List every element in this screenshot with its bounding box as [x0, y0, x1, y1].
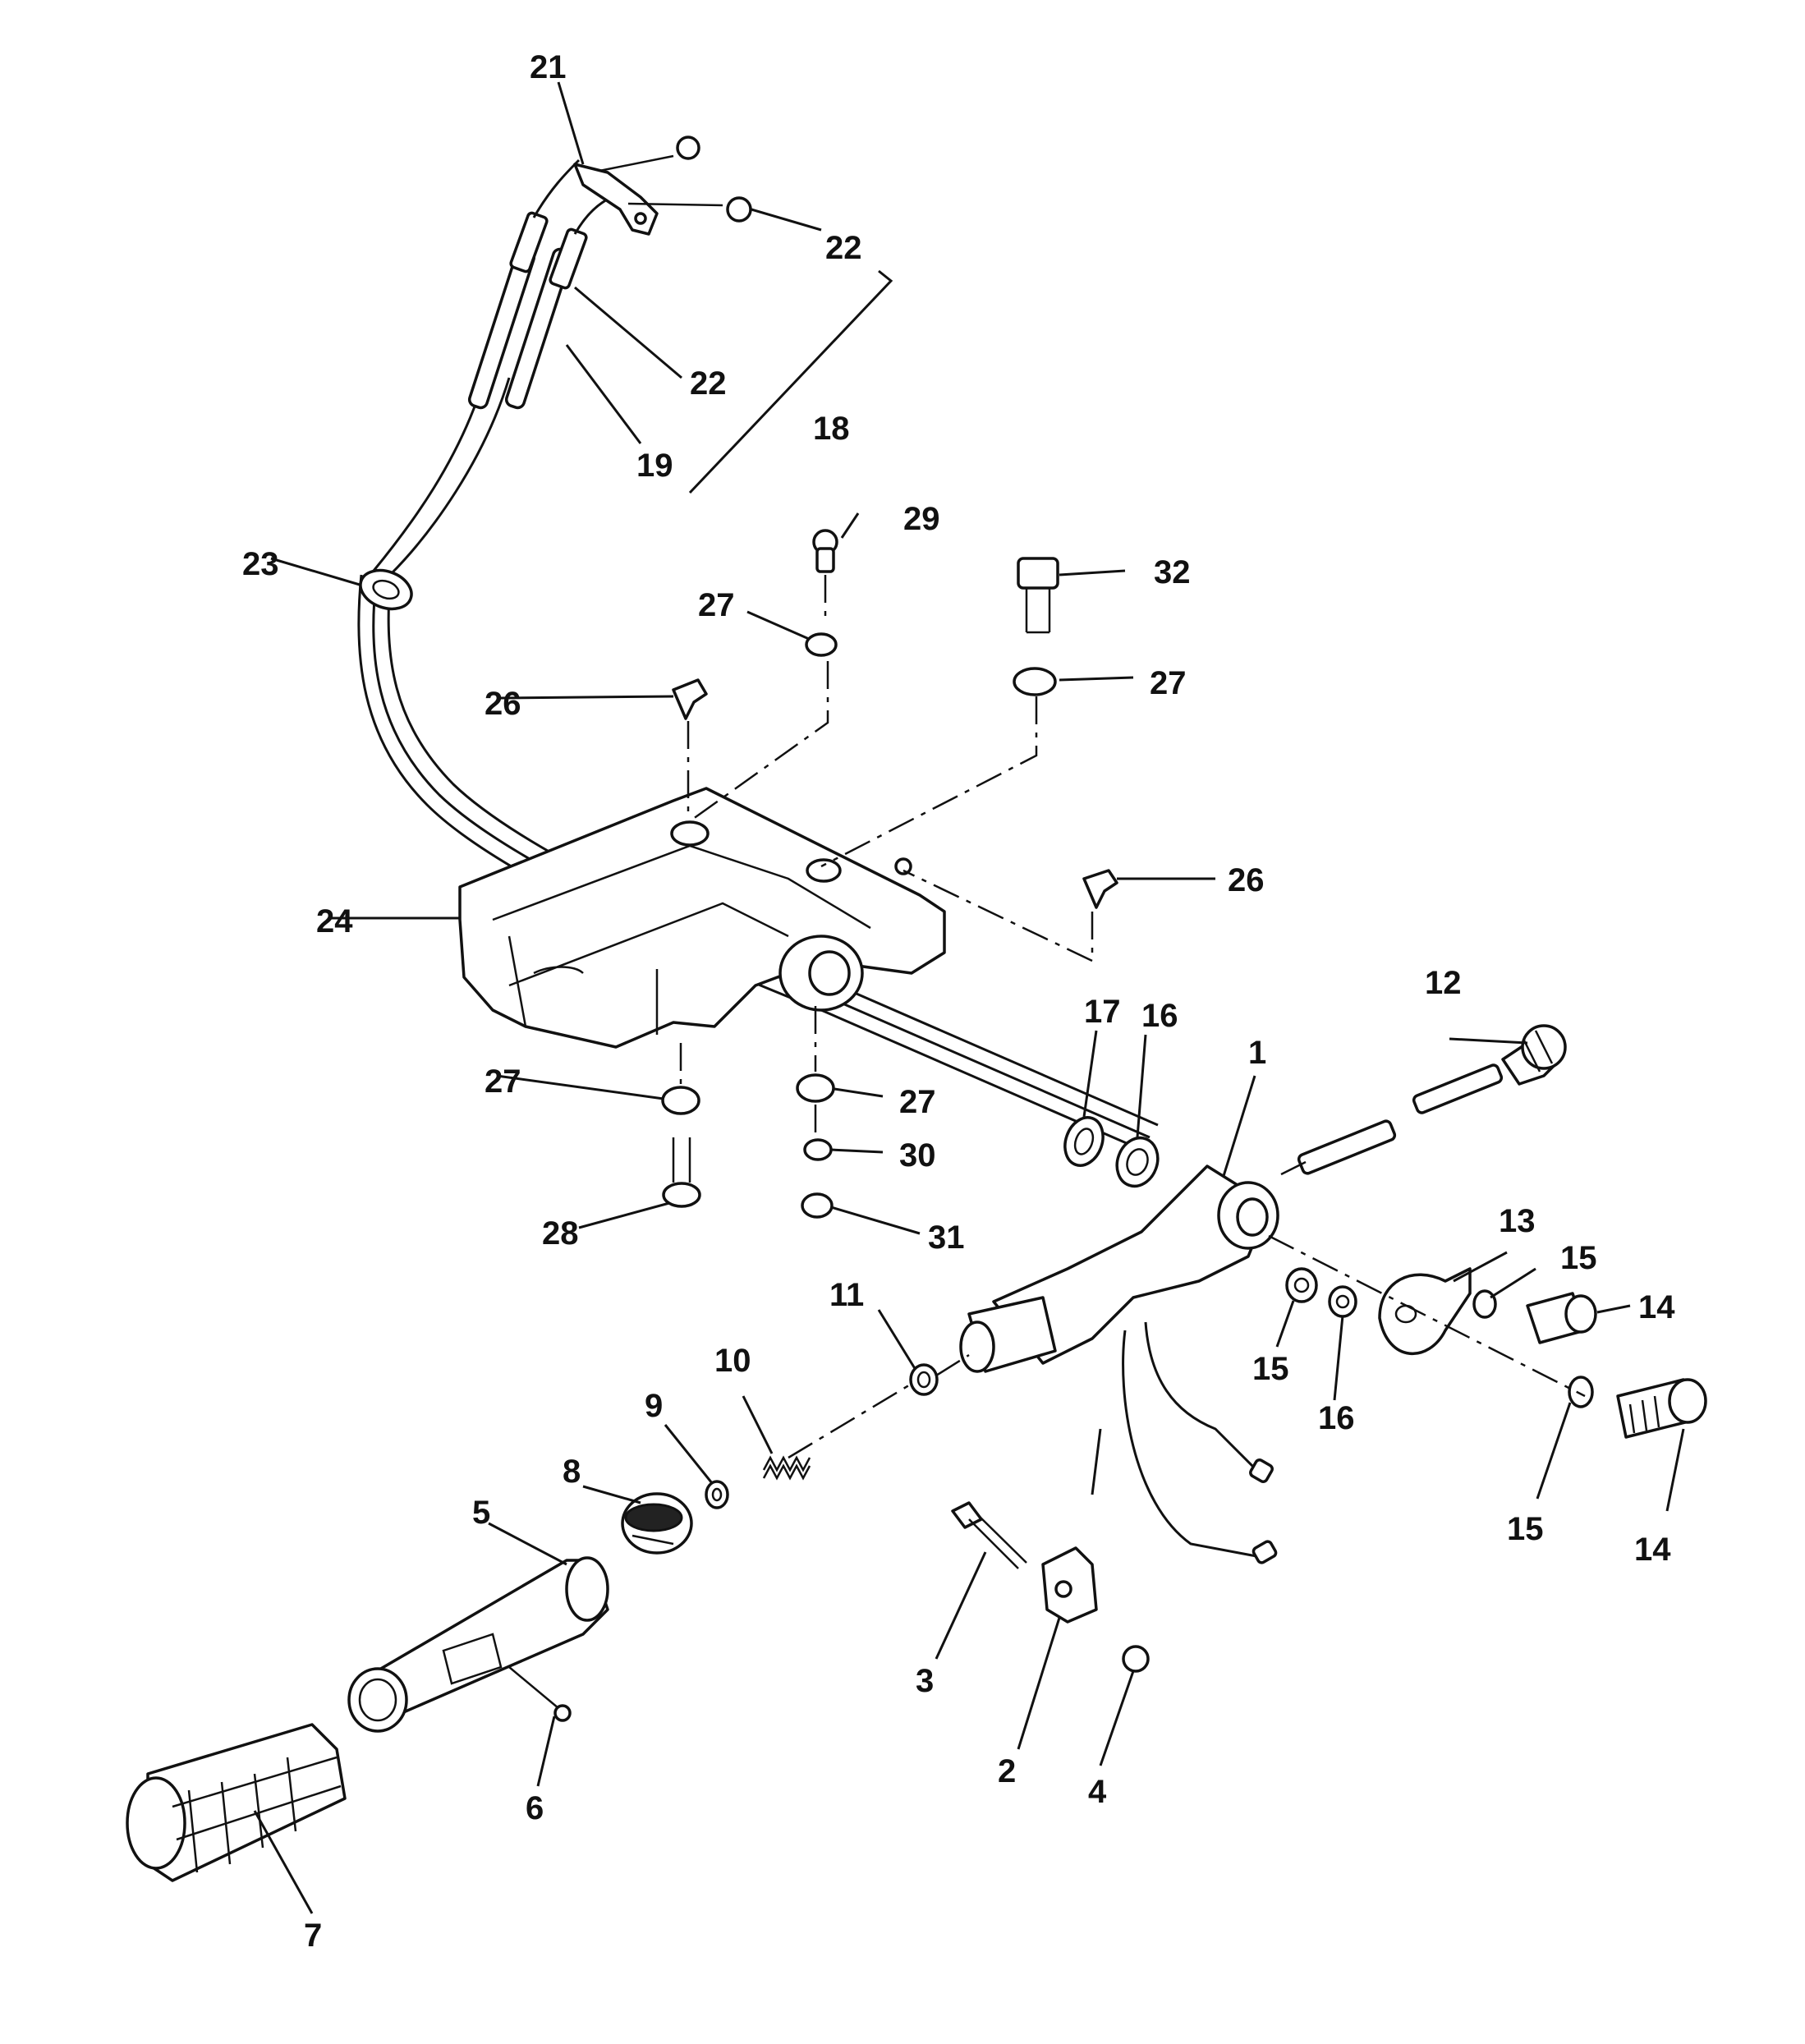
clamp-fasteners	[951, 1501, 1150, 1673]
label-19: 17	[1084, 994, 1121, 1030]
alignment-lines	[679, 575, 1586, 1459]
part-labels: 21 22 22 18 19 23 29 32 27 27 26 26 24 1…	[242, 49, 1675, 1954]
shift-shaft	[1297, 1024, 1567, 1175]
label-5: 5	[472, 1495, 490, 1531]
grip-assembly	[126, 1363, 939, 1882]
label-4: 4	[1088, 1774, 1107, 1810]
label-28: 28	[542, 1215, 579, 1252]
label-10: 10	[714, 1343, 751, 1379]
label-3: 3	[916, 1663, 934, 1699]
label-22-lower: 22	[690, 365, 727, 402]
label-12: 12	[1425, 965, 1462, 1001]
label-17: 15	[1252, 1351, 1289, 1387]
label-9: 9	[645, 1388, 663, 1424]
label-8: 8	[563, 1454, 581, 1490]
washers-18-19	[1063, 1116, 1160, 1188]
label-24: 23	[242, 546, 279, 582]
label-26-a: 26	[485, 686, 521, 722]
label-32: 32	[1154, 554, 1191, 590]
label-27-c: 27	[485, 1063, 521, 1100]
label-2: 2	[998, 1753, 1016, 1789]
tiller-arm	[959, 1164, 1279, 1564]
label-22-upper: 22	[825, 230, 862, 266]
label-26-b: 26	[1228, 862, 1265, 898]
mounting-bracket	[458, 787, 946, 1049]
label-27-d: 27	[899, 1084, 936, 1120]
label-14-b: 14	[1634, 1532, 1671, 1568]
label-13: 13	[1499, 1203, 1536, 1239]
label-31: 30	[899, 1137, 936, 1174]
label-14-a: 14	[1638, 1289, 1675, 1325]
mount-hardware	[661, 529, 1118, 1219]
label-21: 19	[636, 448, 673, 484]
label-30: 31	[928, 1220, 965, 1256]
label-25: 24	[316, 903, 353, 939]
label-23: 21	[530, 49, 567, 85]
label-18: 16	[1141, 998, 1178, 1034]
label-29: 29	[903, 501, 940, 537]
cable-harness	[357, 136, 1159, 1151]
label-1: 1	[1248, 1035, 1266, 1071]
label-7: 7	[304, 1918, 322, 1954]
label-15-a: 15	[1560, 1240, 1597, 1276]
label-27-b: 27	[1150, 665, 1187, 701]
label-6: 6	[526, 1790, 544, 1826]
label-15-b: 15	[1507, 1511, 1544, 1547]
label-16: 16	[1318, 1400, 1355, 1436]
stop-plate-assembly	[1285, 1267, 1707, 1439]
label-27-a: 27	[698, 587, 735, 623]
label-11: 11	[829, 1277, 864, 1313]
label-20: 18	[813, 411, 850, 447]
leader-lines	[253, 81, 1685, 1914]
